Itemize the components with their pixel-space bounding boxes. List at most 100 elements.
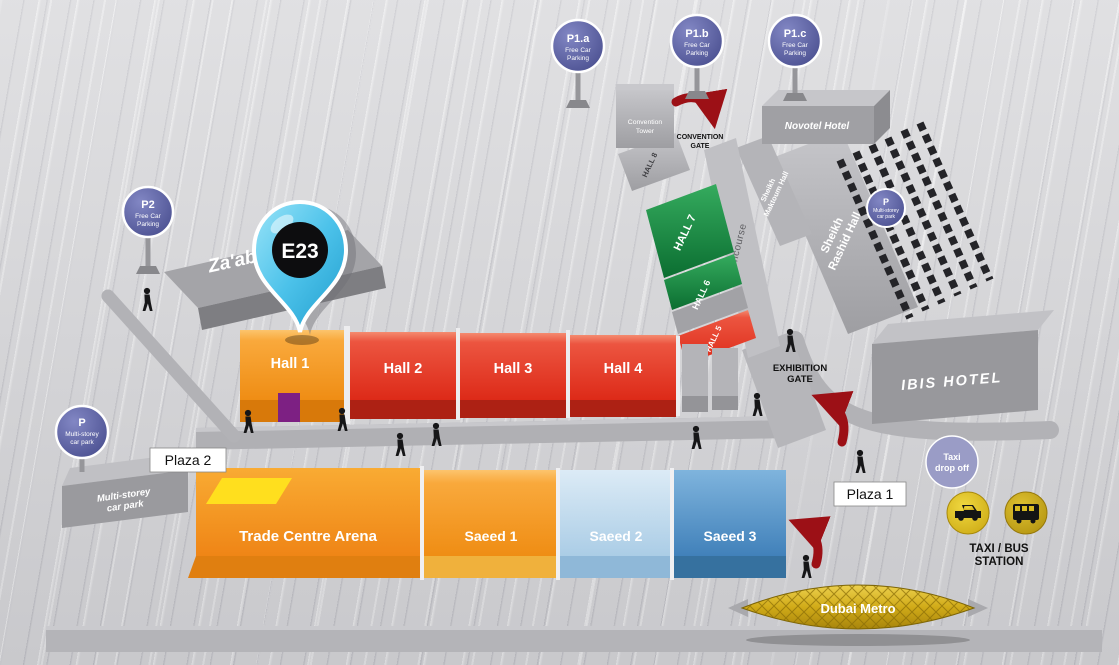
saeed-2[interactable] bbox=[560, 470, 670, 556]
car-park-rows bbox=[836, 121, 994, 320]
svg-text:P2: P2 bbox=[141, 199, 154, 211]
novotel-front bbox=[762, 106, 874, 144]
building-sheikh-maktoum bbox=[736, 136, 812, 246]
pin-highlight bbox=[270, 214, 294, 234]
ibis-roof bbox=[872, 310, 1054, 344]
saeed-2-label: Saeed 2 bbox=[590, 528, 643, 544]
saeed-2-front bbox=[560, 556, 670, 578]
dubai-metro-station: Dubai Metro bbox=[728, 584, 988, 646]
hall-3[interactable] bbox=[460, 333, 566, 400]
hall-1[interactable] bbox=[240, 330, 344, 400]
annex-block-1 bbox=[682, 344, 708, 396]
building-sheikh-rashid bbox=[772, 131, 918, 334]
sign-circle bbox=[121, 185, 175, 239]
convention-tower-label-2: Tower bbox=[636, 128, 655, 135]
svg-text:Multi-storey: Multi-storey bbox=[873, 208, 899, 214]
convention-gate-label: CONVENTION GATE bbox=[677, 134, 724, 150]
hall-1-label: Hall 1 bbox=[271, 356, 310, 372]
svg-text:Free Car: Free Car bbox=[565, 47, 591, 54]
novotel-side bbox=[874, 90, 890, 144]
annex-block-2-front bbox=[712, 396, 738, 410]
svg-text:Parking: Parking bbox=[686, 50, 708, 57]
hall-separator bbox=[676, 336, 680, 416]
saeed-3-front bbox=[674, 556, 786, 578]
location-pin-e23[interactable]: E23 bbox=[251, 199, 356, 345]
svg-text:STATION: STATION bbox=[975, 556, 1024, 568]
parking-sign-p1a: P1.a Free Car Parking bbox=[550, 18, 606, 108]
svg-text:CONVENTION: CONVENTION bbox=[677, 134, 724, 141]
road-right-curve bbox=[786, 331, 1059, 441]
hall-6[interactable] bbox=[664, 254, 742, 310]
metro-dome-lattice bbox=[742, 585, 974, 629]
hall-2-label: Hall 2 bbox=[384, 361, 423, 377]
hall-7[interactable] bbox=[646, 184, 734, 278]
ibis-label: IBIS HOTEL bbox=[901, 370, 1003, 394]
svg-text:Parking: Parking bbox=[137, 221, 159, 228]
road-mid bbox=[196, 416, 790, 450]
metro-label: Dubai Metro bbox=[820, 601, 895, 616]
saeed-1[interactable] bbox=[424, 470, 556, 556]
person-icon bbox=[855, 449, 866, 473]
venue-separator bbox=[556, 468, 560, 580]
multi-storey-front bbox=[62, 470, 188, 528]
hall-2[interactable] bbox=[350, 332, 456, 400]
metro-tip-right bbox=[968, 599, 988, 617]
metro-shadow bbox=[746, 634, 970, 646]
pin-label: E23 bbox=[281, 240, 318, 263]
halls-row: Hall 1 Hall 2 Hall 3 Hall 4 bbox=[240, 326, 738, 424]
parking-sign-p2: P2 Free Car Parking bbox=[121, 185, 175, 274]
hall-4[interactable] bbox=[570, 335, 676, 400]
plaza-1-box bbox=[833, 481, 907, 507]
building-ibis: IBIS HOTEL bbox=[872, 310, 1054, 424]
hall-1-purple-block bbox=[278, 393, 300, 422]
gate-arrows bbox=[671, 88, 854, 569]
ibis-front bbox=[872, 330, 1038, 424]
pin-ground-shadow bbox=[285, 335, 319, 345]
venue-separator bbox=[420, 466, 424, 580]
svg-text:P1.b: P1.b bbox=[685, 28, 709, 40]
parking-sign-p1c: P1.c Free Car Parking bbox=[767, 13, 823, 101]
svg-text:Parking: Parking bbox=[784, 50, 806, 57]
svg-text:car park: car park bbox=[877, 214, 896, 220]
arena-highlight bbox=[206, 478, 292, 504]
svg-text:car park: car park bbox=[70, 439, 94, 446]
svg-text:P1.c: P1.c bbox=[784, 28, 807, 40]
multi-storey-right-circle bbox=[866, 188, 906, 228]
bus-icon bbox=[1004, 491, 1048, 535]
sign-pole-base bbox=[685, 91, 709, 99]
sign-circle bbox=[550, 18, 606, 74]
hall-separator bbox=[344, 326, 350, 424]
pin-badge bbox=[272, 222, 328, 278]
arena-front bbox=[188, 556, 420, 578]
road-bottom-edge bbox=[46, 626, 1102, 630]
saeed-3[interactable] bbox=[674, 470, 786, 556]
annex-block-1-front bbox=[682, 396, 708, 412]
svg-text:Multi-storey: Multi-storey bbox=[65, 431, 99, 438]
hall-2-front bbox=[350, 400, 456, 419]
road-bottom bbox=[46, 626, 1102, 652]
sign-pole-base bbox=[136, 266, 160, 274]
svg-text:EXHIBITION: EXHIBITION bbox=[773, 363, 828, 374]
hall-3-front bbox=[460, 400, 566, 418]
taxi-bus-station-label: TAXI / BUS STATION bbox=[969, 543, 1029, 568]
hall-separator bbox=[456, 328, 460, 420]
parking-sign-p1b: P1.b Free Car Parking bbox=[669, 13, 725, 99]
arena-row: Trade Centre Arena Saeed 1 Saeed 2 Saeed… bbox=[188, 466, 786, 580]
svg-text:drop off: drop off bbox=[935, 463, 970, 473]
svg-text:Free Car: Free Car bbox=[135, 213, 161, 220]
taxi-icon bbox=[946, 491, 990, 535]
metro-tip-left bbox=[728, 599, 748, 617]
svg-text:GATE: GATE bbox=[787, 374, 813, 385]
plaza-1-label: Plaza 1 bbox=[833, 481, 907, 507]
hall-6-front bbox=[672, 286, 748, 334]
saeed-3-label: Saeed 3 bbox=[704, 528, 757, 544]
svg-text:GATE: GATE bbox=[691, 143, 710, 150]
saeed-1-front bbox=[424, 556, 556, 578]
person-icon bbox=[801, 554, 812, 578]
convention-tower-roof bbox=[616, 84, 674, 92]
building-convention-tower: Convention Tower bbox=[616, 84, 674, 148]
venue-separator bbox=[670, 468, 674, 580]
svg-text:Free Car: Free Car bbox=[684, 42, 710, 49]
